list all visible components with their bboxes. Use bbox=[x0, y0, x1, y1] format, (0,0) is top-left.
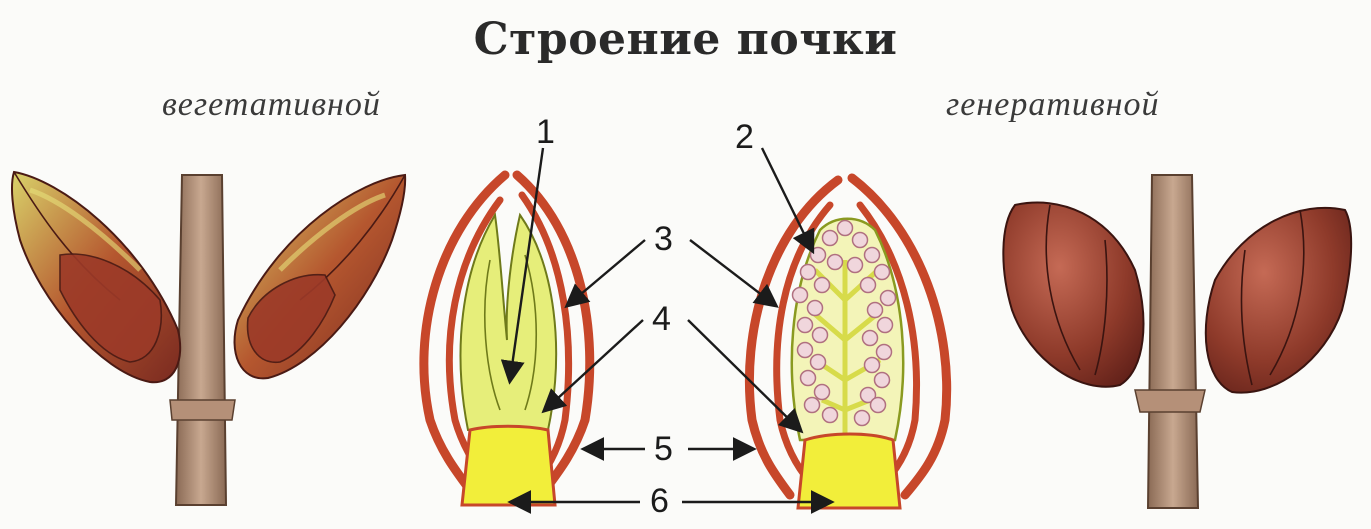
flower-bud bbox=[846, 256, 864, 274]
flower-bud bbox=[799, 369, 817, 387]
flower-bud bbox=[813, 276, 831, 294]
flower-bud bbox=[799, 263, 817, 281]
flower-bud bbox=[803, 396, 821, 414]
vegetative-bud-right bbox=[233, 173, 407, 380]
flower-bud bbox=[879, 289, 897, 307]
flower-bud bbox=[859, 386, 877, 404]
label-4: 4 bbox=[652, 300, 671, 338]
generative-bud-right bbox=[1204, 206, 1353, 394]
flower-bud bbox=[811, 326, 829, 344]
flower-bud bbox=[813, 383, 831, 401]
flower-bud bbox=[796, 316, 814, 334]
flower-bud bbox=[863, 356, 881, 374]
flower-bud bbox=[861, 329, 879, 347]
flower-bud bbox=[821, 406, 839, 424]
flower-bud bbox=[809, 246, 827, 264]
generative-twig bbox=[1002, 174, 1353, 509]
flower-bud bbox=[866, 301, 884, 319]
flower-bud bbox=[863, 246, 881, 264]
subtitle-generative: генеративной bbox=[946, 86, 1160, 123]
flower-bud bbox=[821, 229, 839, 247]
flower-bud bbox=[873, 263, 891, 281]
flower-bud bbox=[859, 276, 877, 294]
generative-bud-section bbox=[745, 173, 952, 510]
flower-bud bbox=[876, 316, 894, 334]
flower-bud bbox=[875, 343, 893, 361]
flower-bud bbox=[826, 253, 844, 271]
flower-bud bbox=[851, 231, 869, 249]
flower-bud bbox=[796, 341, 814, 359]
flower-bud bbox=[873, 371, 891, 389]
label-5: 5 bbox=[654, 430, 673, 468]
callout-line-2 bbox=[760, 147, 815, 255]
callout-line-3a bbox=[564, 239, 646, 309]
subtitle-vegetative: вегетативной bbox=[162, 86, 381, 123]
flower-bud bbox=[869, 396, 887, 414]
callout-lines bbox=[500, 147, 835, 514]
flower-bud bbox=[809, 353, 827, 371]
flower-bud bbox=[836, 219, 854, 237]
callout-line-4b bbox=[687, 319, 804, 434]
vegetative-bud-section bbox=[419, 170, 595, 507]
diagram-title: Строение почки bbox=[473, 14, 898, 65]
callout-line-4a bbox=[541, 319, 644, 414]
flower-bud bbox=[791, 286, 809, 304]
label-3: 3 bbox=[654, 220, 673, 258]
label-2: 2 bbox=[735, 118, 754, 156]
generative-bud-left bbox=[1002, 201, 1145, 388]
vegetative-bud-left bbox=[11, 170, 182, 384]
label-6: 6 bbox=[650, 482, 669, 520]
flower-bud bbox=[853, 409, 871, 427]
callout-line-3b bbox=[689, 239, 779, 308]
vegetative-twig bbox=[11, 170, 407, 506]
callout-line-1 bbox=[500, 147, 545, 385]
label-1: 1 bbox=[536, 113, 555, 151]
flower-bud bbox=[806, 299, 824, 317]
